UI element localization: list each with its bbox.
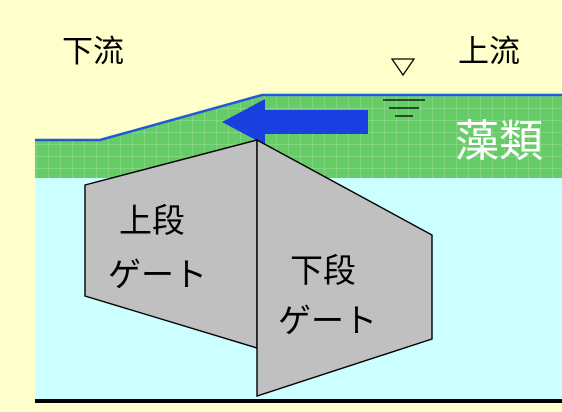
upper-gate-label-line1: 上段 <box>119 201 185 240</box>
lower-gate-label-line1: 下段 <box>290 251 356 290</box>
downstream-label: 下流 <box>62 34 124 70</box>
algae-layer <box>35 95 562 178</box>
left-arrow-icon <box>222 99 368 145</box>
algae-label: 藻類 <box>455 116 543 167</box>
lower-gate-label-line2: ゲート <box>278 301 377 340</box>
upper-gate-label-line2: ゲート <box>108 255 207 294</box>
upstream-label: 上流 <box>458 34 520 70</box>
lower-gate <box>256 138 433 397</box>
inverted-triangle-water-level-icon <box>383 58 425 117</box>
water-surface-line <box>35 93 562 142</box>
